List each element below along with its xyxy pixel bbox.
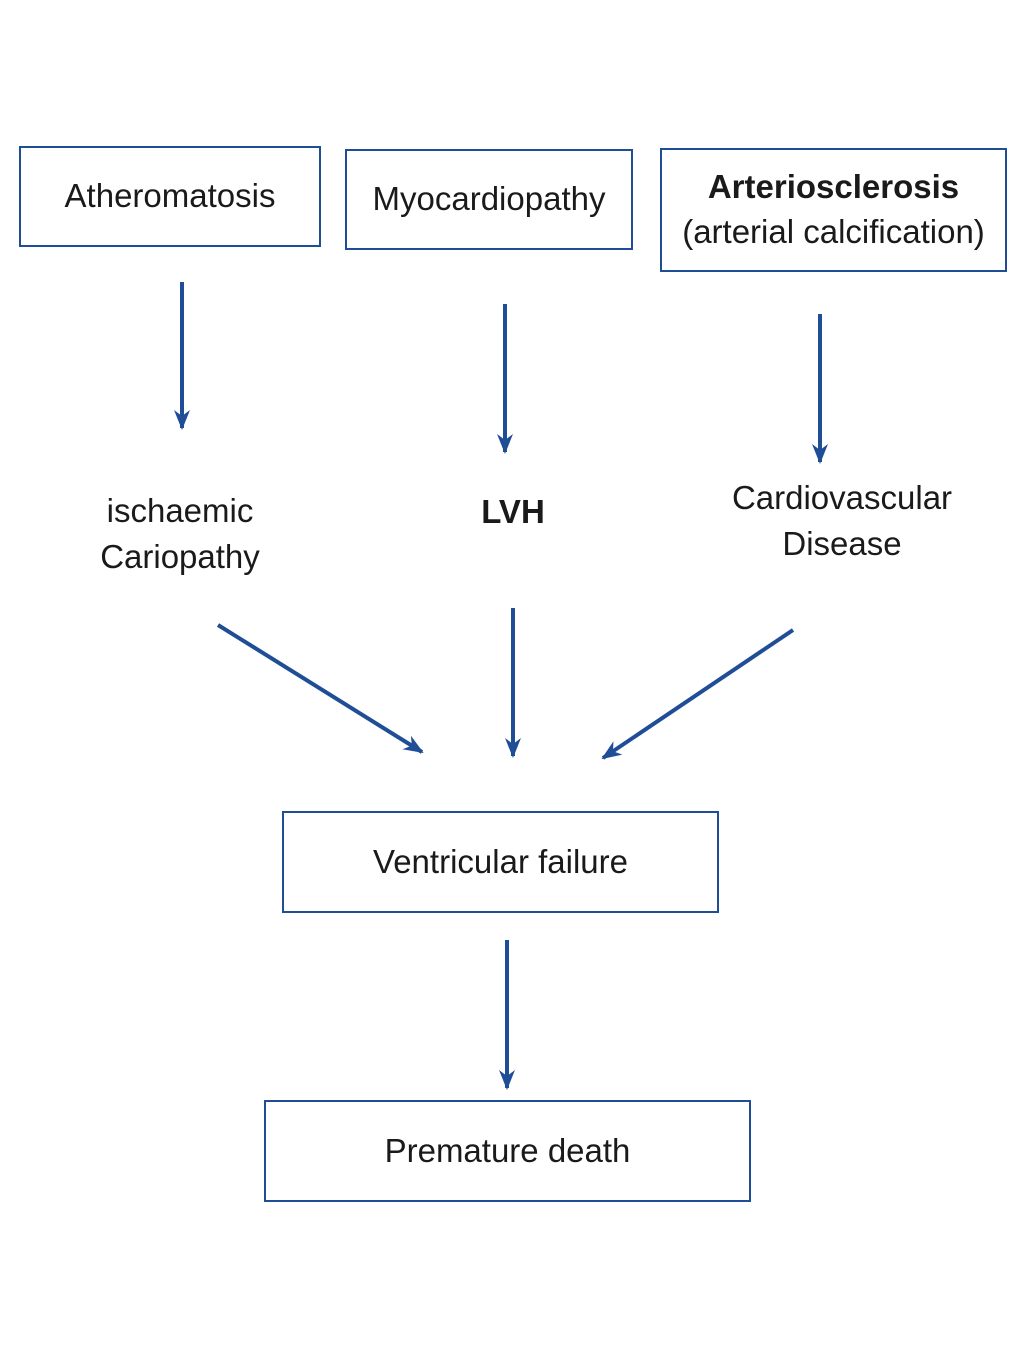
- ventricular-failure-box: Ventricular failure: [282, 811, 719, 913]
- arteriosclerosis-subtitle: (arterial calcification): [682, 213, 985, 250]
- arrow-cvd-to-failure: [601, 628, 795, 760]
- arteriosclerosis-title: Arteriosclerosis: [707, 168, 960, 206]
- premature-death-label: Premature death: [384, 1131, 631, 1169]
- atheromatosis-label: Atheromatosis: [64, 177, 276, 215]
- arrow-ischaemic-to-failure: [216, 623, 424, 754]
- ischaemic-cariopathy-label: ischaemic Cariopathy: [60, 488, 300, 580]
- cardiovascular-disease-label: Cardiovascular Disease: [702, 475, 982, 567]
- ischaemic-line2: Cariopathy: [100, 538, 260, 576]
- ischaemic-line1: ischaemic: [106, 492, 254, 529]
- myocardiopathy-label: Myocardiopathy: [372, 180, 606, 218]
- premature-death-box: Premature death: [264, 1100, 751, 1202]
- lvh-text: LVH: [481, 493, 545, 530]
- cvd-line2: Disease: [782, 525, 902, 563]
- arteriosclerosis-box: Arteriosclerosis (arterial calcification…: [660, 148, 1007, 272]
- ventricular-failure-label: Ventricular failure: [373, 842, 628, 880]
- cvd-line1: Cardiovascular: [731, 479, 953, 516]
- atheromatosis-box: Atheromatosis: [19, 146, 321, 247]
- myocardiopathy-box: Myocardiopathy: [345, 149, 633, 250]
- lvh-label: LVH: [413, 489, 613, 535]
